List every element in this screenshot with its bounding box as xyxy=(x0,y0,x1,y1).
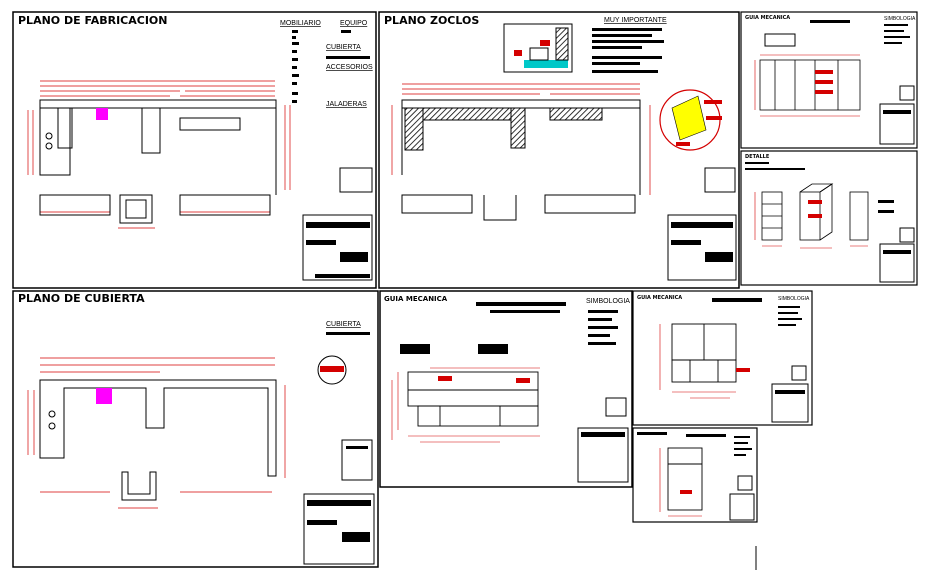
legend-symbols xyxy=(292,30,299,103)
panel-cubierta: PLANO DE CUBIERTA CUBIERTA xyxy=(12,290,379,568)
panel-title: DETALLE xyxy=(745,154,770,160)
panel-title: PLANO DE CUBIERTA xyxy=(18,292,145,305)
title-block xyxy=(303,439,375,565)
title-block xyxy=(302,167,373,281)
legend-simbologia: SIMBOLOGIA xyxy=(586,298,630,305)
dimension-lines xyxy=(27,357,286,509)
panel-title: PLANO DE FABRICACION xyxy=(18,14,167,27)
panel-frame xyxy=(740,11,918,149)
countertop-plan xyxy=(39,379,277,501)
panel-guia-3 xyxy=(632,427,758,523)
panel-detalle: DETALLE xyxy=(740,150,918,286)
panel-frame xyxy=(12,11,377,289)
legend-jaladeras: JALADERAS xyxy=(326,101,367,108)
dimension-lines xyxy=(27,80,291,229)
dimension-lines xyxy=(391,367,540,443)
panel-title: GUIA MECANICA xyxy=(384,295,448,303)
legend-mobiliario: MOBILIARIO xyxy=(280,20,321,27)
legend-cubierta: CUBIERTA xyxy=(326,321,361,328)
title-block xyxy=(667,167,737,281)
detail-base xyxy=(524,60,568,68)
detail-callout xyxy=(317,355,347,385)
panel-zoclos: PLANO ZOCLOS MUY IMPORTANTE xyxy=(378,11,740,289)
zoclo-detail xyxy=(503,23,573,73)
panel-title: GUIA MECANICA xyxy=(745,15,790,21)
zoclo-hatch xyxy=(404,107,603,151)
legend-equipo: EQUIPO xyxy=(340,20,368,27)
panel-frame xyxy=(378,11,740,289)
legend-cubierta: CUBIERTA xyxy=(326,44,361,51)
panel-guia-top-right: GUIA MECANICA SIMBOLOGIA xyxy=(740,11,918,149)
panel-frame xyxy=(632,290,813,426)
panel-title: PLANO ZOCLOS xyxy=(384,14,479,27)
legend-simbologia: SIMBOLOGIA xyxy=(778,296,810,302)
note-text xyxy=(592,28,664,73)
legend-accesorios: ACCESORIOS xyxy=(326,64,373,71)
panel-title: GUIA MECANICA xyxy=(637,295,682,301)
panel-frame xyxy=(12,290,379,568)
legend-simbologia: SIMBOLOGIA xyxy=(884,16,916,22)
panel-guia-1: GUIA MECANICA SIMBOLOGIA xyxy=(379,290,633,488)
kitchen-plan xyxy=(39,99,277,224)
stove-symbol xyxy=(96,108,108,120)
note-muy-importante: MUY IMPORTANTE xyxy=(604,17,667,24)
panel-fabricacion: PLANO DE FABRICACION MOBILIARIO EQUIPO C… xyxy=(12,11,377,289)
panel-frame xyxy=(632,427,758,523)
stove-symbol xyxy=(96,388,112,404)
panel-guia-2: GUIA MECANICA SIMBOLOGIA xyxy=(632,290,813,426)
panel-frame xyxy=(379,290,633,488)
panel-frame xyxy=(740,150,918,286)
